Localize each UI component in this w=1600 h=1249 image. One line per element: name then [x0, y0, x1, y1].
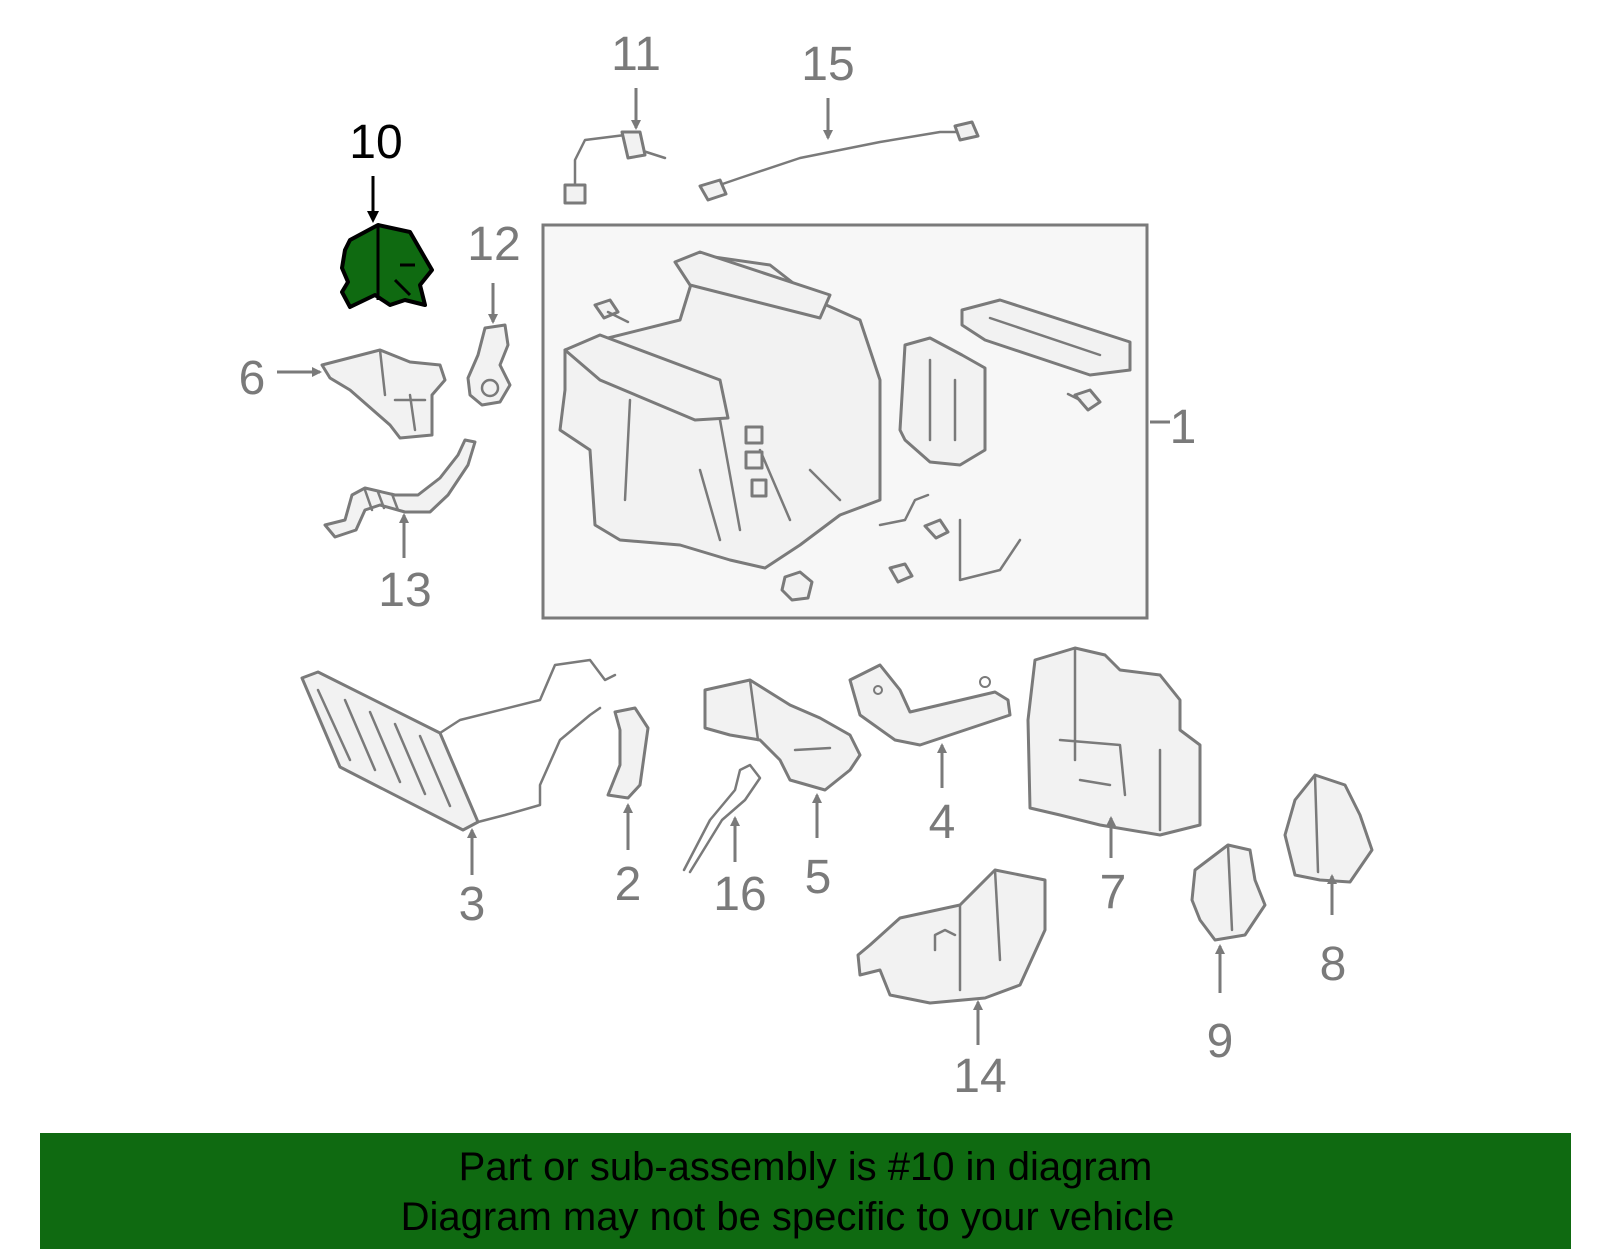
part-13-hose [323, 438, 477, 539]
callout-5: 5 [805, 851, 832, 904]
part-3-heater-core [300, 658, 617, 832]
banner-line-part-number: Part or sub-assembly is #10 in diagram [458, 1145, 1153, 1189]
banner-line-disclaimer: Diagram may not be specific to your vehi… [400, 1195, 1175, 1239]
callout-9: 9 [1207, 1015, 1234, 1068]
callout-4: 4 [929, 796, 956, 849]
part-15-cable [698, 120, 980, 202]
part-10-actuator-highlighted [340, 223, 434, 309]
callout-12: 12 [467, 218, 520, 271]
part-9-actuator [1190, 843, 1267, 942]
callout-11: 11 [611, 28, 661, 81]
callout-8: 8 [1320, 938, 1347, 991]
callout-7: 7 [1100, 866, 1127, 919]
part-6-duct [320, 348, 447, 440]
part-14-blower-housing [856, 868, 1047, 1005]
callout-10: 10 [349, 116, 402, 169]
callout-3: 3 [459, 878, 486, 931]
callout-6: 6 [239, 352, 266, 405]
part-12-sensor [466, 323, 512, 407]
part-2-bracket [606, 706, 650, 800]
part-8-actuator [1283, 773, 1374, 884]
part-1-heater-unit-group [541, 223, 1149, 620]
leader-arrows [277, 88, 1337, 1045]
part-11-sensor [563, 130, 667, 205]
callout-16: 16 [713, 868, 766, 921]
callout-1: 1 [1170, 401, 1197, 454]
callout-13: 13 [378, 564, 431, 617]
part-7-blower-case [1026, 646, 1202, 837]
part-16-hose [682, 763, 762, 874]
callout-14: 14 [953, 1050, 1006, 1103]
part-5-duct [703, 678, 862, 792]
part-4-bracket [848, 663, 1012, 747]
callout-2: 2 [615, 858, 642, 911]
info-banner: Part or sub-assembly is #10 in diagram D… [40, 1133, 1571, 1249]
callout-15: 15 [801, 38, 854, 91]
